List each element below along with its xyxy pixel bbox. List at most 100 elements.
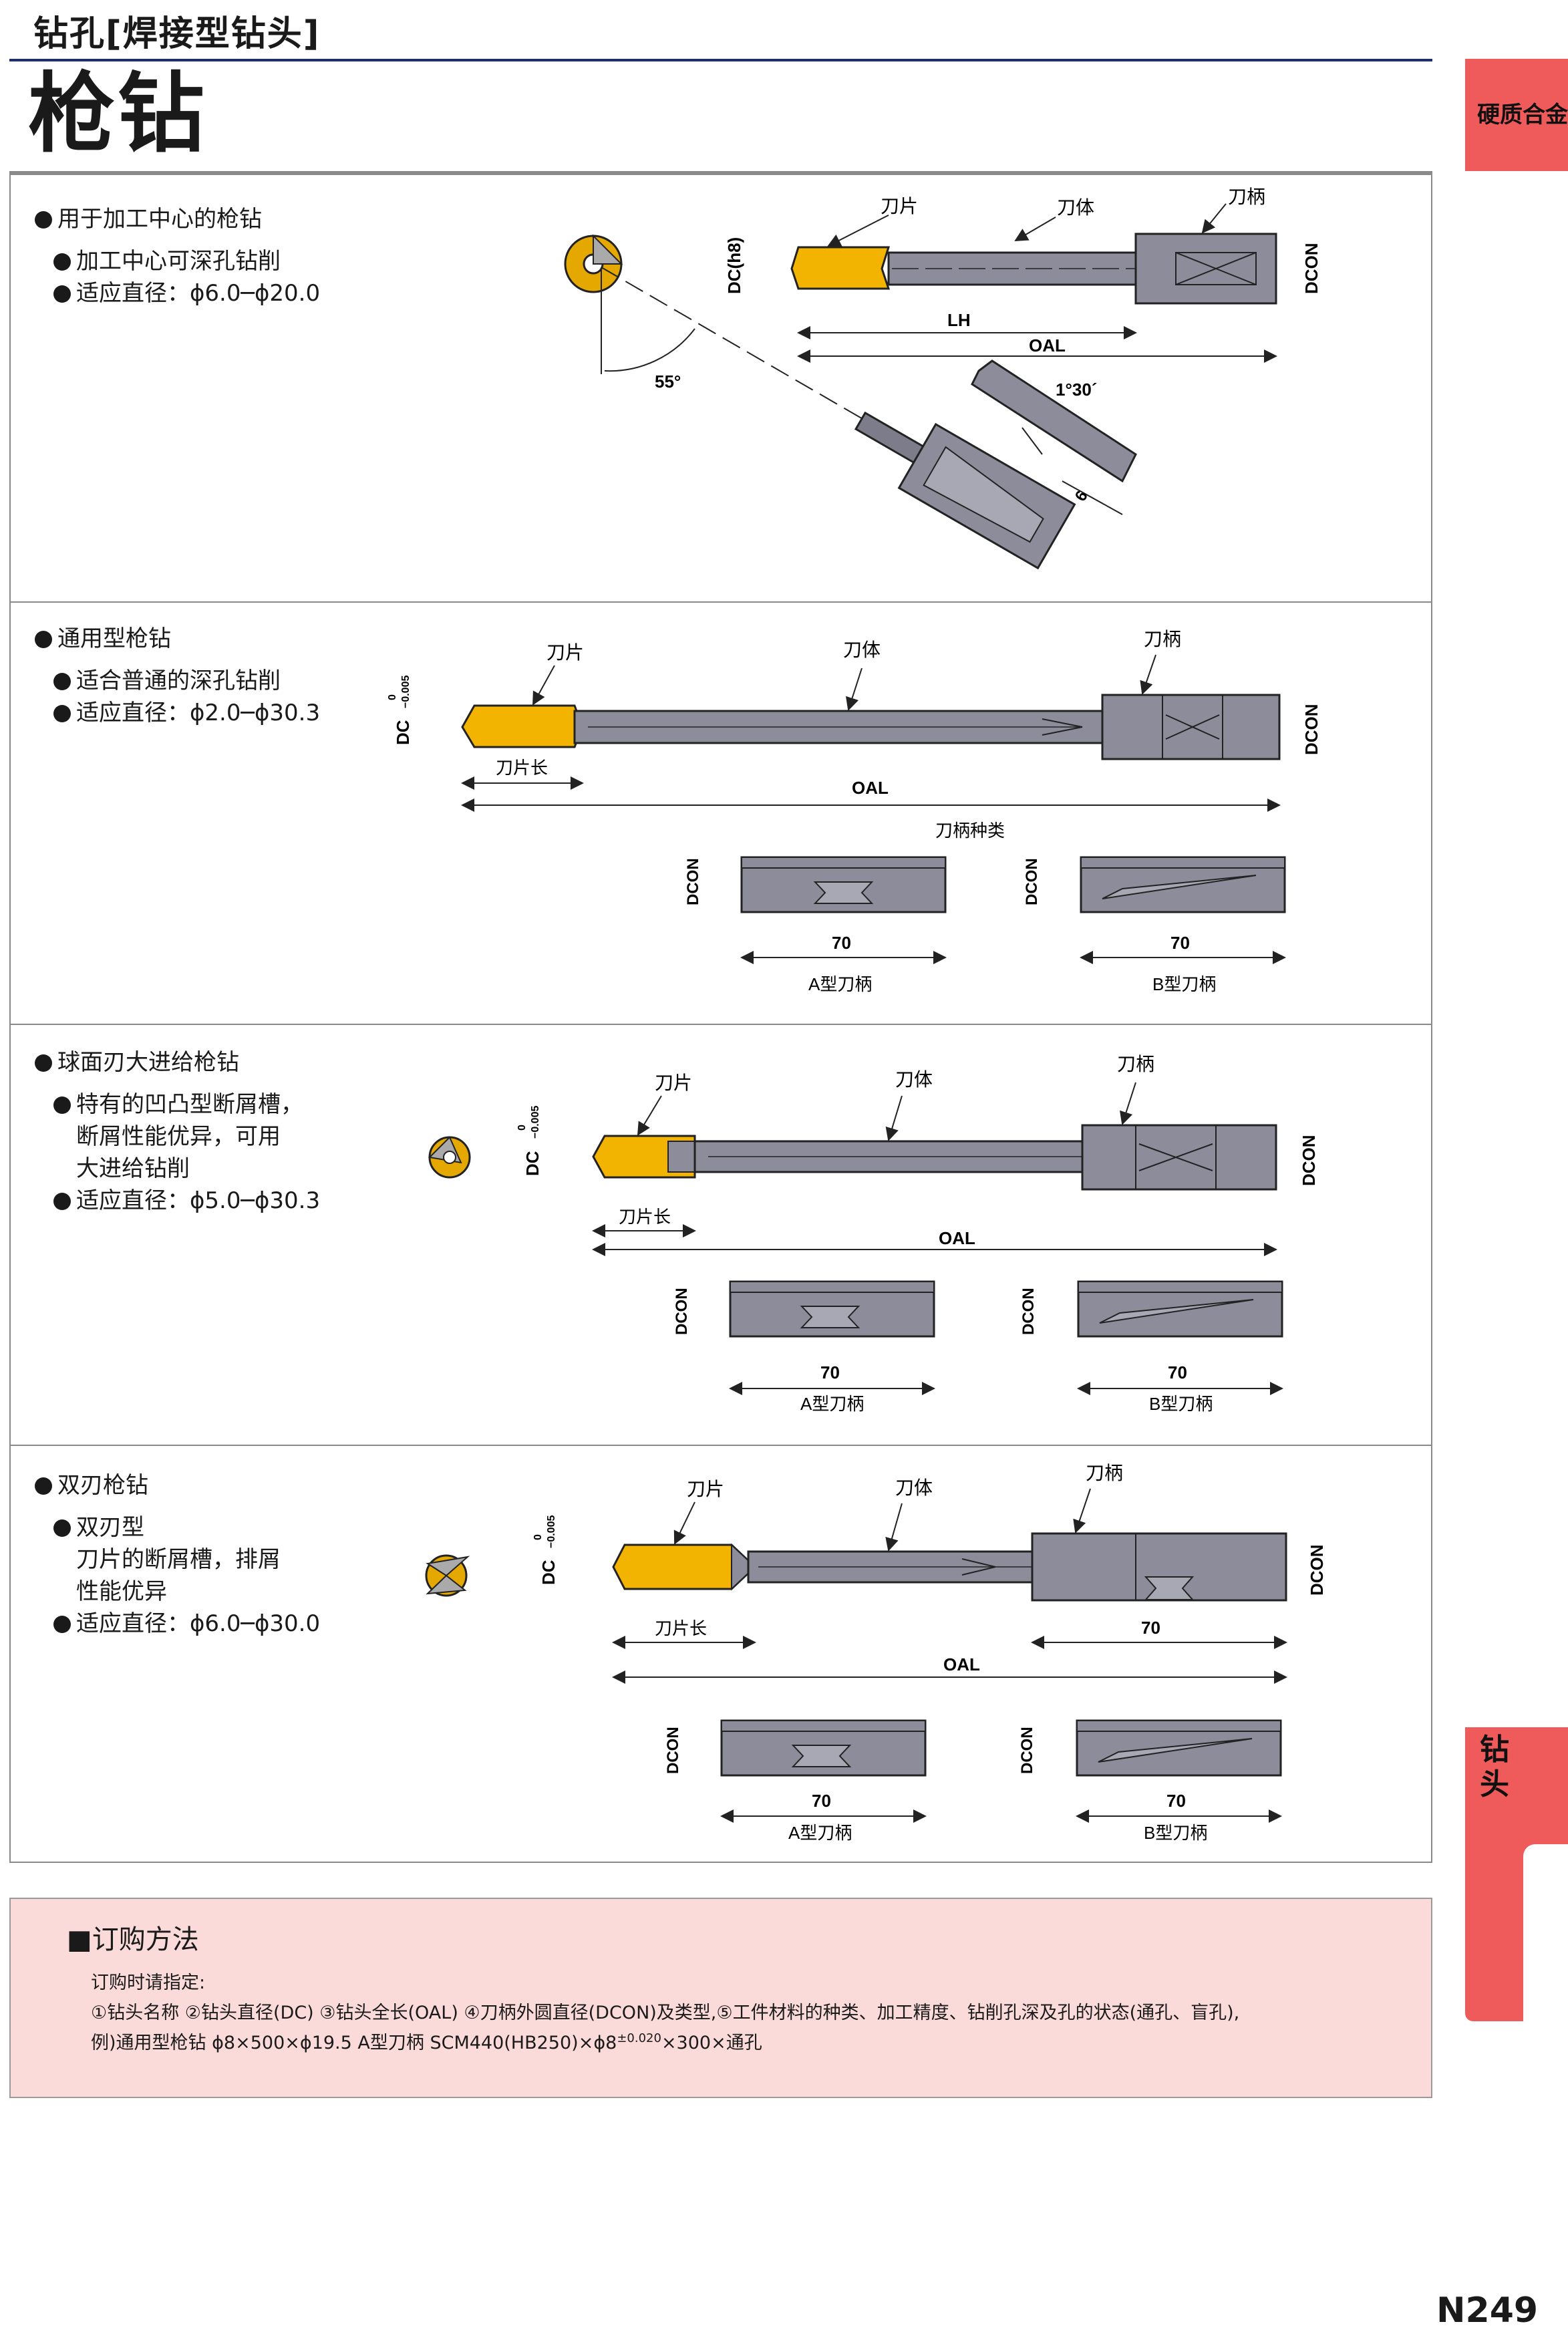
dim-70-label: 70	[1141, 1618, 1160, 1638]
type-b-label: B型刀柄	[1144, 1823, 1207, 1843]
feature-line: 适合普通的深孔钻削	[76, 668, 281, 694]
shank-type-a	[740, 856, 947, 913]
shank-label: 刀柄	[1117, 1054, 1154, 1074]
body-label: 刀体	[1057, 197, 1094, 218]
feature-line: 性能优异	[76, 1578, 167, 1605]
taper-angle-label: 1°30´	[1056, 380, 1097, 400]
section-3-text: 球面刃大进给枪钻 特有的凹凸型断屑槽， 断屑性能优异，可用 大进给钻削 适应直径…	[35, 1044, 320, 1217]
ball-nose-gun-drill	[592, 1124, 1277, 1191]
feature-line: 双刃型	[76, 1514, 144, 1541]
feature-line: 特有的凹凸型断屑槽，	[76, 1091, 303, 1118]
section-1-text: 用于加工中心的枪钻 加工中心可深孔钻削 适应直径：ϕ6.0─ϕ20.0	[35, 200, 320, 309]
dcon-label: DCON	[684, 858, 702, 905]
order-example: 例)通用型枪钻 ϕ8×500×ϕ19.5 A型刀柄 SCM440(HB250)×…	[91, 2031, 762, 2053]
dc-label: DC	[522, 1151, 542, 1176]
dcon-label: DCON	[1020, 1288, 1038, 1335]
order-title: ■订购方法	[67, 1924, 199, 1955]
ac-gun-drill	[790, 233, 1277, 305]
tol-lower: −0.005	[530, 1106, 541, 1139]
tol-upper: 0	[532, 1534, 544, 1540]
blade-length-label: 刀片长	[496, 758, 548, 778]
header-rule	[9, 59, 1432, 61]
dcon-label: DCON	[1301, 243, 1321, 294]
dcon-label: DCON	[664, 1727, 682, 1774]
tol-upper: 0	[516, 1125, 528, 1131]
section-title: 用于加工中心的枪钻	[57, 206, 262, 233]
product-frame	[9, 172, 1432, 1863]
order-line: ①钻头名称 ②钻头直径(DC) ③钻头全长(OAL) ④刀柄外圆直径(DCON)…	[91, 2003, 1240, 2023]
shank-type-a	[729, 1280, 935, 1338]
oal-label: OAL	[939, 1228, 975, 1248]
shank-label: 刀柄	[1228, 186, 1265, 207]
section-divider	[9, 1445, 1432, 1446]
dc-label: DC	[393, 720, 413, 745]
feature-line: 适应直径：ϕ6.0─ϕ20.0	[76, 280, 321, 307]
shank-type-b	[1076, 1719, 1282, 1777]
twin-flute-gun-drill	[612, 1532, 1287, 1602]
dim-70-label: 70	[1170, 933, 1190, 953]
feature-line: 适应直径：ϕ5.0─ϕ30.3	[76, 1187, 321, 1214]
section-divider	[9, 1024, 1432, 1025]
oal-label: OAL	[1029, 335, 1066, 355]
feature-line: 大进给钻削	[76, 1155, 190, 1182]
tol-upper: 0	[387, 694, 398, 700]
section-title: 球面刃大进给枪钻	[57, 1049, 239, 1076]
type-a-label: A型刀柄	[808, 974, 872, 994]
dim-70-label: 70	[812, 1791, 831, 1811]
blade-length-label: 刀片长	[619, 1207, 671, 1227]
feature-line: 适应直径：ϕ6.0─ϕ30.0	[76, 1610, 321, 1637]
type-b-label: B型刀柄	[1152, 974, 1216, 994]
order-method-box	[9, 1898, 1432, 2098]
dim-70-label: 70	[832, 933, 851, 953]
body-label: 刀体	[895, 1069, 933, 1090]
feature-line: 断屑性能优异，可用	[76, 1123, 281, 1150]
dcon-label: DCON	[1299, 1135, 1319, 1186]
section-divider	[9, 601, 1432, 603]
tol-lower: −0.005	[546, 1515, 557, 1548]
dim-70-label: 70	[820, 1362, 840, 1382]
blade-label: 刀片	[546, 642, 584, 663]
type-a-label: A型刀柄	[800, 1394, 864, 1414]
dcon-label: DCON	[1023, 858, 1041, 905]
dim-70-label: 70	[1166, 1791, 1186, 1811]
lh-label: LH	[947, 310, 971, 330]
body-label: 刀体	[895, 1477, 933, 1498]
dim-70-label: 70	[1168, 1362, 1187, 1382]
type-b-label: B型刀柄	[1149, 1394, 1213, 1414]
shank-label: 刀柄	[1144, 629, 1181, 649]
section-title: 通用型枪钻	[57, 625, 171, 652]
dcon-label: DCON	[1307, 1544, 1327, 1596]
dcon-label: DCON	[673, 1288, 691, 1335]
page-number: N249	[1436, 2291, 1539, 2331]
page-title: 枪钻	[28, 63, 208, 164]
side-tab-carbide[interactable]: 硬质合金	[1465, 59, 1568, 171]
section-4-text: 双刃枪钻 双刃型 刀片的断屑槽，排屑 性能优异 适应直径：ϕ6.0─ϕ30.0	[35, 1467, 320, 1640]
dcon-label: DCON	[1018, 1727, 1036, 1774]
feature-line: 适应直径：ϕ2.0─ϕ30.3	[76, 700, 321, 726]
body-label: 刀体	[843, 639, 881, 660]
side-tab-notch	[1523, 1844, 1568, 2031]
shank-type-b	[1080, 856, 1286, 913]
shank-label: 刀柄	[1086, 1463, 1123, 1483]
blade-label: 刀片	[655, 1072, 692, 1093]
twin-flute-tip-icon	[425, 1554, 470, 1597]
drill-tip-icon	[564, 234, 623, 293]
blade-label: 刀片	[881, 196, 918, 216]
oal-label: OAL	[943, 1654, 980, 1674]
page-category: 钻孔[焊接型钻头]	[33, 14, 321, 54]
shank-types-label: 刀柄种类	[935, 821, 1005, 841]
section-2-text: 通用型枪钻 适合普通的深孔钻削 适应直径：ϕ2.0─ϕ30.3	[35, 620, 320, 729]
angled-shank	[854, 411, 1076, 570]
dcon-label: DCON	[1301, 704, 1321, 755]
blade-length-label: 刀片长	[655, 1618, 707, 1638]
type-a-label: A型刀柄	[788, 1823, 852, 1843]
shank-type-b	[1077, 1280, 1283, 1338]
angle-label: 55°	[655, 372, 681, 392]
oal-label: OAL	[852, 778, 889, 798]
general-gun-drill	[461, 694, 1281, 760]
ball-tip-icon	[428, 1136, 471, 1179]
dc-label: DC(h8)	[724, 237, 744, 294]
